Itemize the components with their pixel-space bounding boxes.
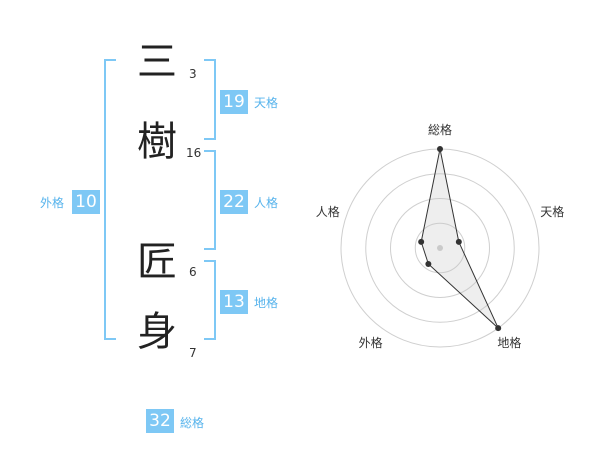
radar-center-dot: [437, 245, 443, 251]
stroke-count-4: 7: [189, 346, 197, 360]
tenkaku-bracket: [204, 59, 216, 140]
name-char-3: 匠: [137, 239, 177, 285]
soukaku-value: 32: [146, 409, 174, 433]
radar-shape: [418, 146, 502, 332]
radar-ring: [414, 222, 466, 274]
chikaku-value: 13: [220, 290, 248, 314]
radar-point-0: [437, 146, 443, 152]
radar-axis-label-tenkaku: 天格: [540, 204, 565, 219]
name-char-2: 樹: [137, 119, 177, 165]
radar-axis-label-gaikaku: 外格: [358, 336, 383, 351]
soukaku-label: 総格: [180, 416, 205, 430]
radar-axis-label-soukaku: 総格: [428, 123, 453, 137]
radar-axis-label-chikaku: 地格: [497, 336, 522, 351]
radar-point-1: [455, 238, 462, 245]
stroke-count-1: 3: [189, 67, 197, 81]
tenkaku-value: 19: [220, 90, 248, 114]
chikaku-label: 地格: [254, 296, 279, 310]
radar-polygon: [420, 148, 499, 329]
gaikaku-bracket: [104, 59, 116, 340]
stroke-count-2: 16: [186, 146, 202, 160]
radar-axis-label-jinkaku: 人格: [315, 204, 340, 219]
gaikaku-label: 外格: [40, 196, 65, 210]
gaikaku-value: 10: [72, 190, 100, 214]
radar-point-3: [425, 261, 432, 268]
radar-point-4: [418, 238, 425, 245]
name-char-1: 三: [137, 39, 177, 85]
jinkaku-bracket: [204, 150, 216, 250]
tenkaku-label: 天格: [254, 96, 279, 110]
jinkaku-value: 22: [220, 190, 248, 214]
radar-chart: [340, 146, 540, 348]
radar-point-2: [495, 325, 502, 332]
stroke-count-3: 6: [189, 265, 197, 279]
jinkaku-label: 人格: [254, 196, 279, 210]
radar-ring: [390, 198, 490, 298]
radar-ring: [365, 173, 515, 323]
name-char-4: 身: [137, 309, 177, 355]
chikaku-bracket: [204, 260, 216, 340]
